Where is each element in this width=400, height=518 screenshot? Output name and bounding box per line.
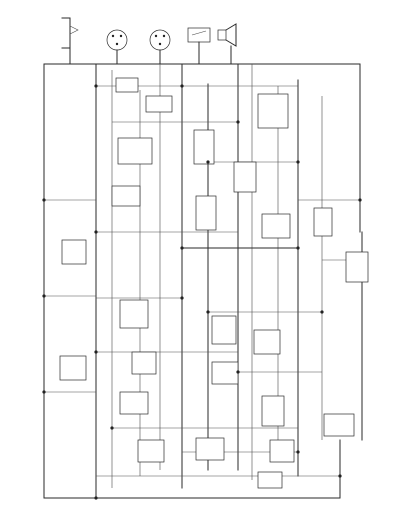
input-jack-icon [61, 17, 79, 49]
connector-a-icon [106, 29, 128, 51]
speaker-icon [217, 23, 237, 47]
switch-icon [187, 27, 211, 43]
connector-b-icon [149, 29, 171, 51]
